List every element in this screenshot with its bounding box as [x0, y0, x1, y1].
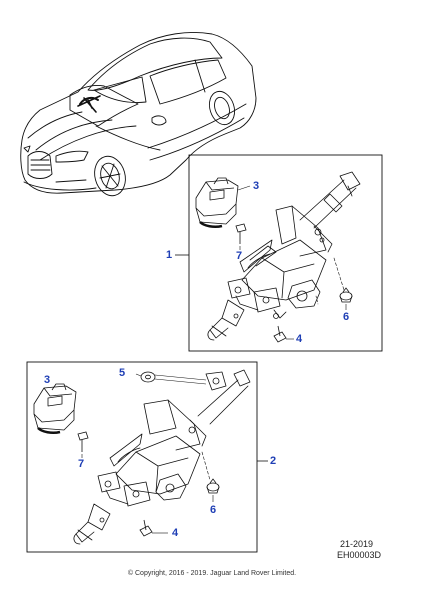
lower-clip-drawing [206, 478, 220, 494]
copyright-notice: © Copyright, 2016 - 2019. Jaguar Land Ro… [127, 570, 297, 577]
upper-screw-drawing [235, 223, 247, 244]
lower-switch-drawing [33, 383, 77, 435]
lower-column-drawing [73, 369, 251, 545]
callout-washer-lower: 5 [119, 367, 126, 379]
reference-code: EH00003D [337, 550, 382, 560]
callout-assembly-2: 2 [270, 455, 277, 467]
upper-bolt-drawing [273, 325, 294, 343]
lower-assembly-frame [26, 361, 268, 553]
lower-screw-drawing [77, 431, 89, 452]
upper-switch-drawing [195, 177, 251, 229]
callout-screw-upper: 7 [236, 250, 243, 262]
lower-leader-lines [81, 454, 214, 502]
lower-washer-drawing [135, 371, 207, 385]
callout-bolt-lower: 4 [172, 527, 179, 539]
callout-switch-lower: 3 [44, 374, 51, 386]
callout-clip-lower: 6 [210, 504, 217, 516]
upper-column-drawing [207, 171, 361, 341]
lower-bolt-drawing [139, 519, 168, 537]
upper-assembly-frame [175, 154, 383, 352]
upper-leader-lines [239, 246, 347, 310]
callout-switch-upper: 3 [253, 180, 260, 192]
car-illustration [20, 32, 257, 197]
callout-bolt-upper: 4 [296, 333, 303, 345]
callout-clip-upper: 6 [343, 311, 350, 323]
callout-assembly-1: 1 [166, 249, 173, 261]
reference-date: 21-2019 [340, 539, 374, 549]
upper-clip-drawing [339, 287, 353, 303]
callout-screw-lower: 7 [78, 458, 85, 470]
